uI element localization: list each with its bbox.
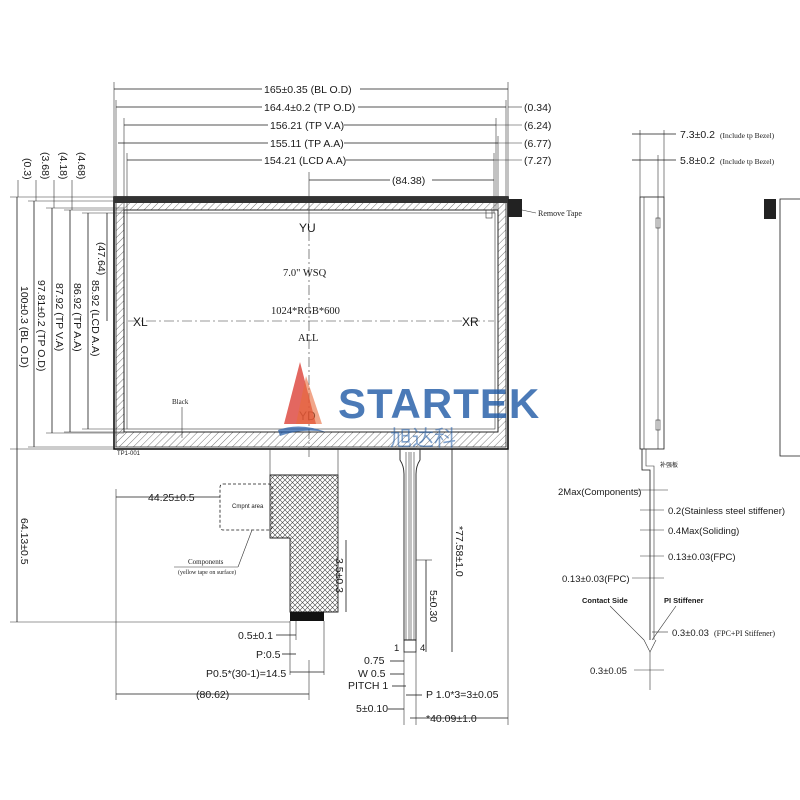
side-body (639, 196, 665, 450)
label-xl: XL (133, 315, 148, 329)
label-yellow-tape: (yellow tape on surface) (178, 569, 236, 576)
label-part-no: TP1-001 (117, 451, 141, 457)
label-fpc-pi-note: (FPC+PI Stiffener) (714, 629, 775, 638)
label-solder: 0.4Max(Soliding) (668, 526, 739, 537)
dim-4425: 44.25±0.5 (148, 492, 195, 504)
remove-tape-leader (521, 209, 537, 214)
logo-brand: STARTEK (338, 380, 540, 427)
dim-tp-aa-v: 86.92 (TP A.A) (71, 283, 83, 352)
dim-73: 7.3±0.2 (680, 129, 715, 141)
top-dimensions: 165±0.35 (BL O.D) 164.4±0.2 (TP O.D) 156… (113, 82, 551, 213)
dim-lcd-aa: 154.21 (LCD A.A) (264, 155, 346, 167)
label-size: 7.0" WSQ (283, 268, 327, 279)
dim-tp-od: 164.4±0.2 (TP O.D) (264, 102, 355, 114)
dim-bl-od: 165±0.35 (BL O.D) (264, 84, 352, 96)
component-area-box (219, 483, 273, 531)
dim-tp-va: 156.21 (TP V.A) (270, 120, 344, 132)
dim-tp-aa: 155.11 (TP A.A) (270, 138, 344, 150)
tail-contacts (403, 639, 417, 653)
tp-corner-mark (485, 209, 493, 219)
dim-inner-4764: (47.64) (95, 242, 107, 275)
dim-overall-6413: 64.13±0.5 (18, 518, 30, 565)
label-all: ALL (298, 333, 318, 344)
label-xr: XR (462, 315, 479, 329)
dim-58: 5.8±0.2 (680, 155, 715, 167)
dim-lcd-aa-v: 85.92 (LCD A.A) (89, 280, 101, 356)
remove-tape-tab (508, 199, 522, 217)
label-pi-stiffener: PI Stiffener (664, 596, 704, 605)
label-components: Components (188, 558, 224, 566)
dim-73-note: (Include tp Bezel) (720, 131, 775, 140)
lcd-fpc (269, 474, 339, 613)
dim-d4: (0.3) (21, 158, 33, 180)
label-fpc-pi: 0.3±0.03 (672, 628, 709, 639)
fpc-gold-fingers (290, 612, 324, 621)
dim-w05: W 0.5 (358, 668, 386, 680)
label-black: Black (172, 398, 189, 406)
adjacent-part (779, 198, 800, 457)
tail-body (399, 449, 421, 641)
side-view: 补强板 7.3±0.2 (Include tp Bezel) 5.8±0.2 (… (558, 129, 800, 690)
touch-tail: 1 4 *77.58±1.0 5±0.30 0.75 W 0.5 PITCH 1… (348, 448, 509, 725)
dim-r3: (6.77) (524, 138, 551, 150)
logo-cn: 旭达科 (390, 427, 456, 452)
dim-pitch-05: P:0.5 (256, 649, 281, 661)
dim-r1: (0.34) (524, 102, 551, 114)
fpc-section: Cmpnt area 44.25±0.5 Components (yellow … (115, 449, 347, 701)
component-area-label: Cmpnt area (232, 504, 264, 510)
label-fpc: 0.13±0.03(FPC) (668, 552, 736, 563)
dim-58-note: (Include tp Bezel) (720, 157, 775, 166)
pin-1-label: 1 (394, 643, 399, 654)
label-2max: 2Max(Components) (558, 487, 641, 498)
side-tab-top (764, 199, 776, 219)
label-resolution: 1024*RGB*600 (271, 306, 340, 317)
label-yu: YU (299, 221, 316, 235)
dim-r4: (7.27) (524, 155, 551, 167)
dim-d3: (3.68) (39, 152, 51, 179)
label-total: 0.3±0.05 (590, 666, 627, 677)
dim-7758: *77.58±1.0 (453, 526, 465, 577)
dim-075: 0.75 (364, 655, 385, 667)
dim-8062: (80.62) (196, 689, 229, 701)
startek-watermark: STARTEK 旭达科 (278, 362, 540, 452)
contact-leaders (609, 605, 677, 653)
label-fpc-2: 0.13±0.03(FPC) (562, 574, 630, 585)
dim-tail-5: 5±0.30 (427, 590, 439, 622)
tp-inner-outline (123, 209, 499, 433)
dim-4009: *40.09±1.0 (426, 713, 477, 725)
dim-d1: (4.68) (75, 152, 87, 179)
dim-tp-va-v: 87.92 (TP V.A) (53, 283, 65, 351)
dim-pitch1: PITCH 1 (348, 680, 388, 692)
side-fpc-tail (641, 449, 651, 640)
dim-p1x3: P 1.0*3=3±0.05 (426, 689, 499, 701)
label-remove-tape: Remove Tape (538, 209, 582, 218)
dim-r2: (6.24) (524, 120, 551, 132)
dim-pitch-total: P0.5*(30-1)=14.5 (206, 668, 286, 680)
dim-tp-od-v: 97.81±0.2 (TP O.D) (35, 280, 47, 371)
left-dimensions: 100±0.3 (BL O.D) 97.81±0.2 (TP O.D) 87.9… (10, 152, 290, 623)
dim-35: 3.5±0.3 (333, 558, 345, 593)
side-tab-label: 补强板 (660, 461, 678, 469)
dim-d2: (4.18) (57, 152, 69, 179)
dim-pin-05: 0.5±0.1 (238, 630, 273, 642)
label-stiffener: 0.2(Stainless steel stiffener) (668, 506, 785, 517)
dim-offset-8438: (84.38) (392, 175, 425, 187)
dim-bl-od-v: 100±0.3 (BL O.D) (18, 286, 30, 368)
pin-4-label: 4 (420, 643, 425, 654)
top-edge-strip (114, 197, 508, 203)
label-contact-side: Contact Side (582, 596, 628, 605)
dim-d5: 5±0.10 (356, 703, 388, 715)
